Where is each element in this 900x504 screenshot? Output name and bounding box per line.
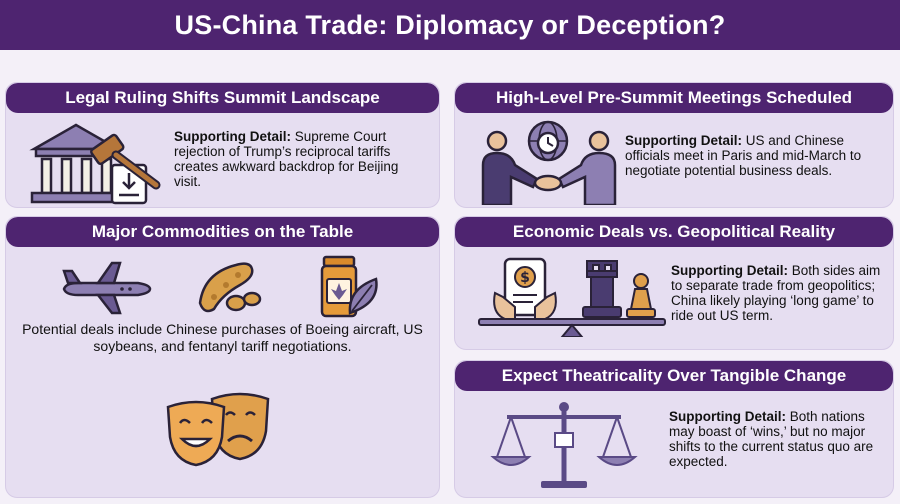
card-header: Economic Deals vs. Geopolitical Reality [455, 217, 893, 247]
theater-masks-icon [166, 392, 270, 467]
airplane-icon [62, 261, 152, 315]
header-bar: US-China Trade: Diplomacy or Deception? [0, 0, 900, 50]
card-theatricality: Expect Theatricality Over Tangible Chang… [454, 360, 894, 498]
soybean-icon [198, 262, 262, 313]
svg-text:$: $ [520, 270, 530, 286]
card-header: Legal Ruling Shifts Summit Landscape [6, 83, 439, 113]
card-header: Major Commodities on the Table [6, 217, 439, 247]
pill-bottle-icon [320, 255, 378, 318]
detail-label: Supporting Detail: [625, 133, 742, 148]
detail-label: Supporting Detail: [671, 263, 788, 278]
card-title: Legal Ruling Shifts Summit Landscape [65, 88, 380, 107]
card-title: High-Level Pre-Summit Meetings Scheduled [495, 88, 853, 107]
detail-text: Supreme Court rejection of Trump’s recip… [174, 129, 399, 189]
supporting-detail: Supporting Detail: Both nations may boas… [669, 409, 884, 469]
page-title: US-China Trade: Diplomacy or Deception? [174, 9, 726, 40]
detail-label: Supporting Detail: [669, 409, 786, 424]
handshake-icon [481, 120, 617, 205]
courthouse-icon [29, 123, 161, 205]
commodities-text: Potential deals include Chinese purchase… [22, 321, 423, 354]
supporting-detail: Supporting Detail: Supreme Court rejecti… [174, 129, 429, 189]
card-header: High-Level Pre-Summit Meetings Scheduled [455, 83, 893, 113]
balance-beam-icon [478, 318, 666, 337]
supporting-detail: Supporting Detail: Both sides aim to sep… [671, 263, 885, 323]
card-title: Expect Theatricality Over Tangible Chang… [501, 366, 847, 385]
detail-text: Both sides aim to separate trade from ge… [671, 263, 881, 323]
supporting-detail: Supporting Detail: US and Chinese offici… [625, 133, 880, 178]
globe-clock-icon [527, 120, 569, 162]
card-header: Expect Theatricality Over Tangible Chang… [455, 361, 893, 391]
phone-dollar-icon: $ [478, 257, 666, 337]
card-pre-summit-meetings: High-Level Pre-Summit Meetings Scheduled… [454, 82, 894, 208]
card-economic-deals: Economic Deals vs. Geopolitical Reality … [454, 216, 894, 350]
card-legal-ruling: Legal Ruling Shifts Summit Landscape Sup… [5, 82, 440, 208]
chess-pawn-icon [626, 273, 656, 318]
chess-rook-icon [582, 260, 622, 318]
card-title: Economic Deals vs. Geopolitical Reality [512, 222, 836, 241]
detail-text: US and Chinese officials meet in Paris a… [625, 133, 862, 178]
scales-icon [490, 402, 638, 488]
detail-label: Supporting Detail: [174, 129, 291, 144]
leaf-icon [348, 277, 378, 315]
gavel-icon [90, 133, 161, 190]
card-title: Major Commodities on the Table [91, 222, 354, 241]
card-major-commodities: Major Commodities on the Table Potential… [5, 216, 440, 498]
detail-text: Both nations may boast of ‘wins,’ but no… [669, 409, 874, 469]
